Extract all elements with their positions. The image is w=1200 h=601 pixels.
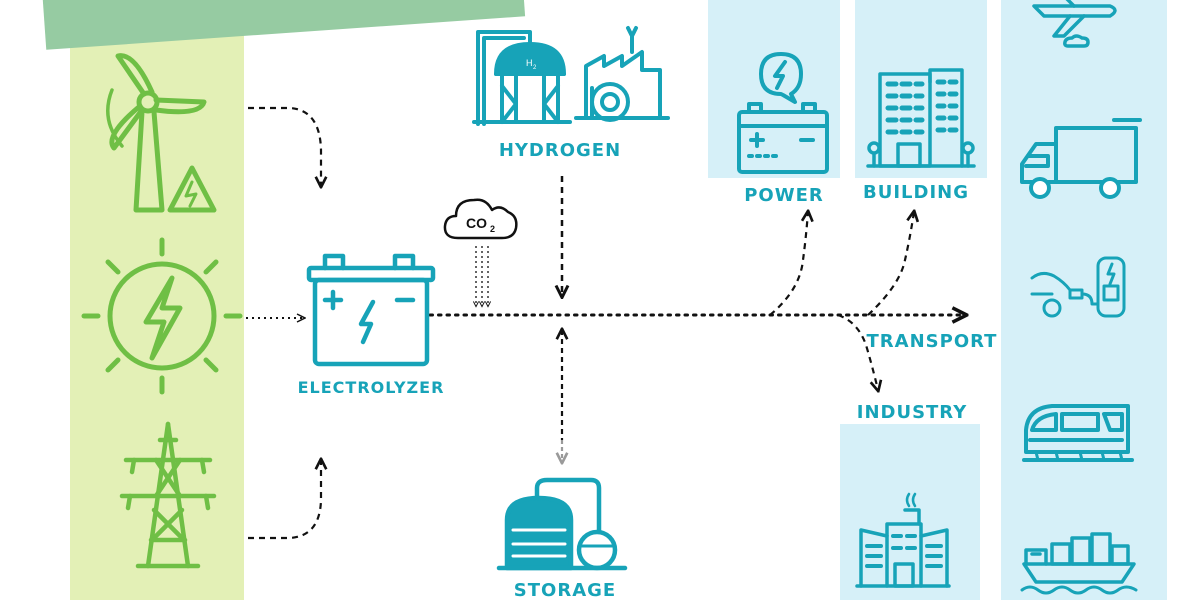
electrolyzer-label: ELECTROLYZER <box>297 378 445 397</box>
power-tower-icon <box>119 421 217 569</box>
building-label: BUILDING <box>863 182 969 203</box>
transport-panel <box>1001 0 1167 600</box>
co2-formula-main: CO <box>466 215 487 231</box>
storage-tank-icon <box>496 477 628 571</box>
ev-charging-icon <box>1030 256 1126 318</box>
industry-icon <box>855 492 951 588</box>
transport-label: TRANSPORT <box>866 331 998 352</box>
airplane-icon <box>1032 0 1117 48</box>
storage-label: STORAGE <box>513 580 617 601</box>
industry-label: INDUSTRY <box>856 402 968 423</box>
ship-icon <box>1020 532 1138 595</box>
wind-turbine-icon <box>106 53 217 213</box>
power-label: POWER <box>744 185 824 206</box>
line-to-industry-arrow <box>837 313 878 390</box>
building-icon <box>866 68 976 168</box>
line-to-building-arrow <box>867 212 914 316</box>
co2-cloud-icon: CO 2 <box>443 198 518 240</box>
co2-input-arrows <box>476 246 488 306</box>
grid-to-electrolyzer-arrow <box>248 460 321 540</box>
solar-energy-icon <box>81 237 243 395</box>
hydrogen-label: HYDROGEN <box>498 140 622 161</box>
train-icon <box>1022 404 1134 462</box>
power-panel <box>708 0 840 178</box>
co2-formula-sub: 2 <box>490 224 495 234</box>
truck-icon <box>1020 118 1142 199</box>
electrolyzer-icon <box>306 253 436 367</box>
industry-panel <box>840 424 980 600</box>
h2-formula-sub: 2 <box>533 65 537 71</box>
hydrogen-plant-icon: H 2 <box>472 26 670 126</box>
wind-to-electrolyzer-arrow <box>248 106 321 186</box>
h2-formula-main: H <box>526 58 533 68</box>
power-battery-icon <box>737 52 829 174</box>
line-to-power-arrow <box>769 212 808 316</box>
